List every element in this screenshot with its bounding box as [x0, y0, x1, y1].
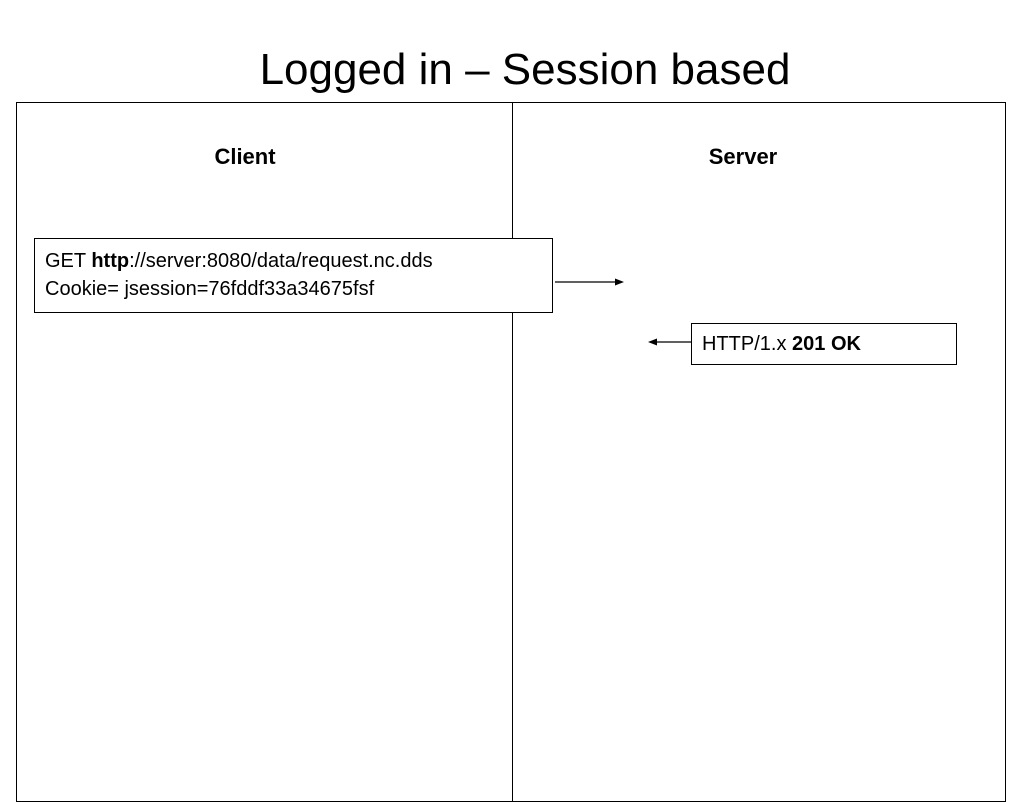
server-column-header: Server	[708, 144, 778, 169]
request-cookie: Cookie= jsession=76fddf33a34675fsf	[45, 278, 375, 300]
request-url: ://server:8080/data/request.nc.dds	[129, 250, 433, 272]
response-message-box: HTTP/1.x 201 OK	[691, 323, 957, 365]
slide-title: Logged in – Session based	[259, 45, 791, 94]
request-message-box: GET http://server:8080/data/request.nc.d…	[34, 238, 553, 313]
response-status: 201 OK	[792, 333, 861, 355]
response-protocol: HTTP/1.x	[702, 333, 787, 355]
request-scheme: http	[91, 250, 130, 272]
client-column-header: Client	[214, 144, 276, 169]
column-divider	[512, 102, 513, 802]
diagram-frame	[16, 102, 1006, 802]
request-line: GET http://server:8080/data/request.nc.d…	[45, 247, 552, 275]
request-method: GET	[45, 250, 86, 272]
